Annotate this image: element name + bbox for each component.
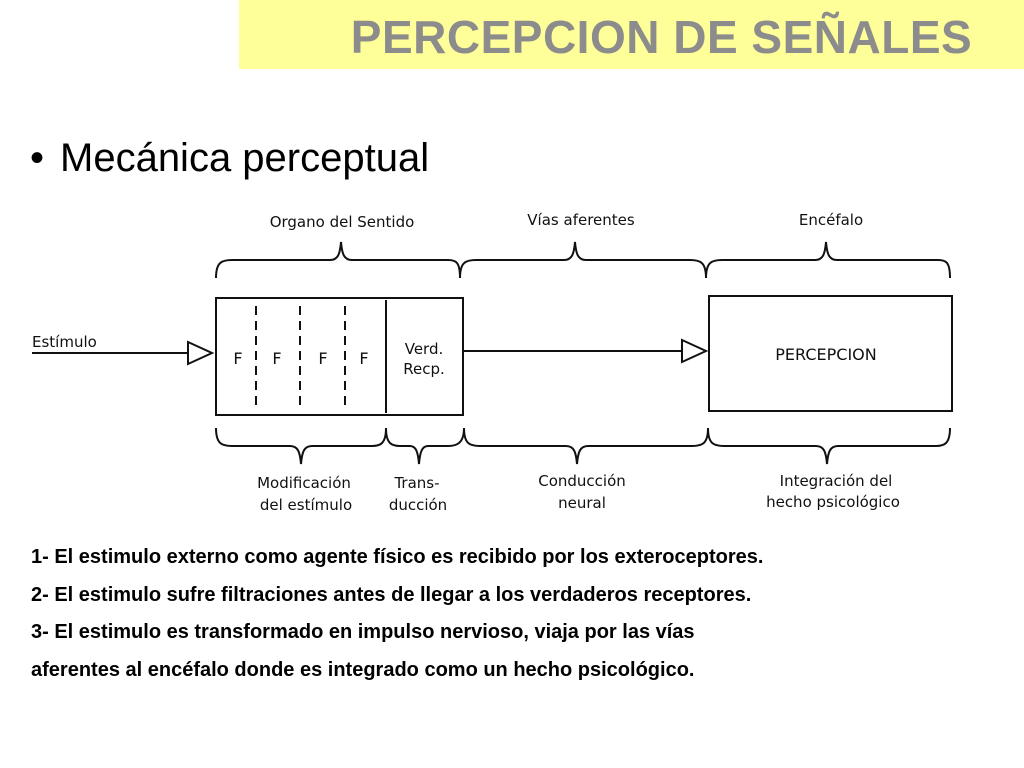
note-line: 1- El estimulo externo como agente físic… [31,546,764,568]
label-conduccion: Conducción [538,472,626,490]
label-transduccion: Trans- [393,474,439,492]
filter-label: F [318,349,327,368]
label-vias: Vías aferentes [527,211,635,229]
note-line: 2- El estimulo sufre filtraciones antes … [31,583,752,606]
perception-box [708,295,953,412]
filter-label: F [272,349,281,368]
label-modificacion: del estímulo [260,496,352,514]
label-modificacion: Modificación [257,474,351,492]
label-conduccion: neural [558,494,606,512]
title-banner: PERCEPCION DE SEÑALES [239,0,1024,69]
receptor-label: Recp. [403,360,445,378]
brace-modificacion [215,427,387,465]
note-line: 3- El estimulo es transformado en impuls… [31,621,695,643]
brace-vias [459,241,707,279]
conduction-arrowhead [681,338,709,364]
perception-label: PERCEPCION [775,345,876,364]
bullet-item: • Mecánica perceptual [30,136,429,181]
bullet-dot-icon: • [30,136,45,180]
organ-box [215,297,464,416]
label-integracion: Integración del [780,472,893,490]
perception-diagram: Organo del Sentido Vías aferentes Encéfa… [32,211,953,514]
label-integracion: hecho psicológico [766,493,900,511]
input-arrowhead [187,340,215,366]
label-estimulo: Estímulo [32,333,97,351]
notes-block: 1- El estimulo externo como agente físic… [31,539,1011,689]
bullet-text: Mecánica perceptual [60,136,430,180]
label-organo: Organo del Sentido [270,213,415,231]
brace-encefalo [705,241,951,279]
receptor-label: Verd. [405,340,444,358]
note-line: aferentes al encéfalo donde es integrado… [31,658,695,681]
brace-organo [215,241,461,279]
brace-integracion [707,427,951,465]
filter-label: F [359,349,368,368]
filter-label: F [233,349,242,368]
brace-transduccion [385,427,465,465]
brace-conduccion [463,427,709,465]
label-transduccion: ducción [389,496,447,514]
slide-title: PERCEPCION DE SEÑALES [350,11,973,63]
label-encefalo: Encéfalo [799,211,863,229]
